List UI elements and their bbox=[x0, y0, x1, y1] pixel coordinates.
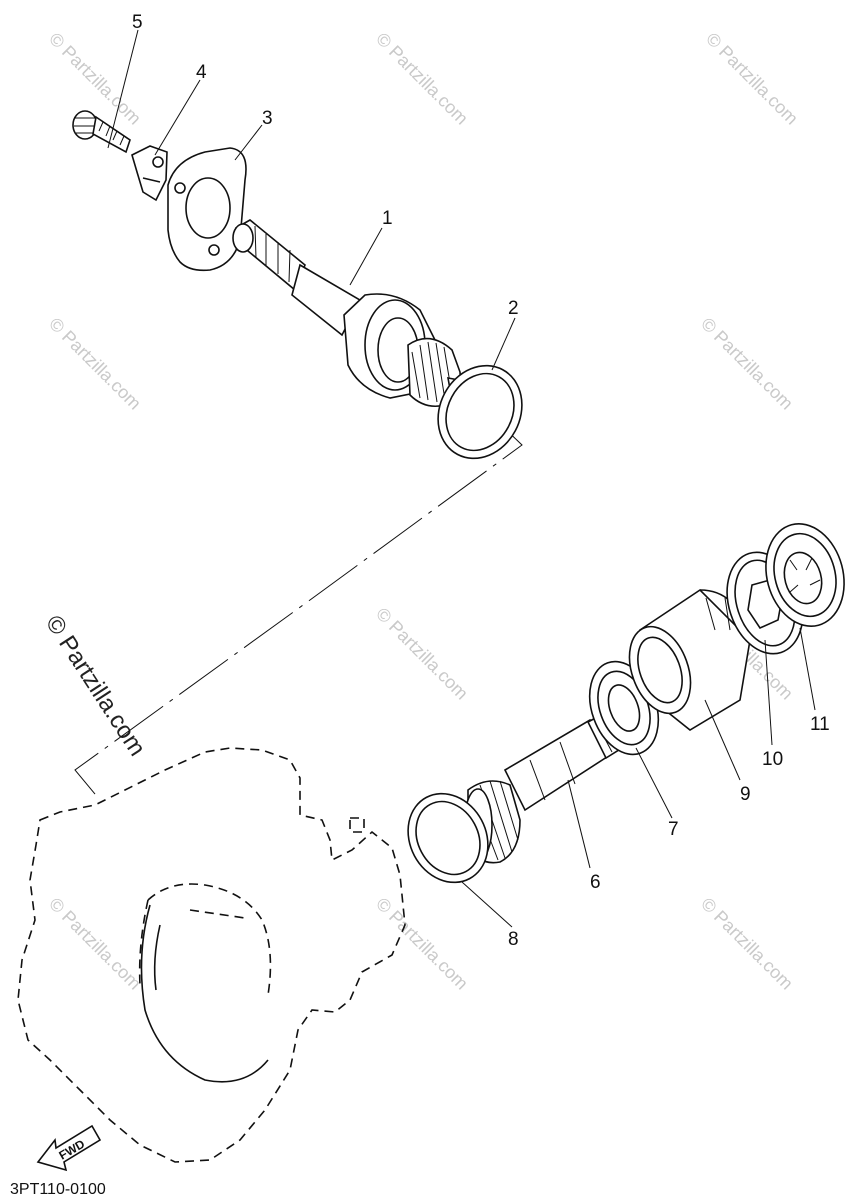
part-3-plate bbox=[167, 147, 247, 272]
part-9-coupling bbox=[628, 588, 751, 731]
fwd-arrow: FWD bbox=[36, 1124, 102, 1172]
watermark-tile: © Partzilla.com bbox=[697, 314, 797, 414]
callouts: 5 4 3 1 2 11 10 9 7 6 8 bbox=[132, 12, 830, 950]
watermark-main: © Partzilla.com bbox=[40, 611, 151, 761]
part-1-shaft-assembly bbox=[232, 219, 477, 408]
callout-2[interactable]: 2 bbox=[508, 298, 519, 319]
callout-8[interactable]: 8 bbox=[508, 929, 519, 950]
watermark-tile: © Partzilla.com bbox=[697, 894, 797, 994]
callout-9[interactable]: 9 bbox=[740, 784, 751, 805]
part-8-shim bbox=[407, 792, 489, 884]
part-11-bearing bbox=[765, 523, 845, 627]
callout-3[interactable]: 3 bbox=[262, 108, 273, 129]
watermark-tile: © Partzilla.com bbox=[372, 894, 472, 994]
watermark-tile: © Partzilla.com bbox=[45, 29, 145, 129]
watermark-tile: © Partzilla.com bbox=[45, 894, 145, 994]
callout-7[interactable]: 7 bbox=[668, 819, 679, 840]
engine-case-outline bbox=[17, 747, 406, 1163]
leader-lines bbox=[107, 29, 816, 928]
reference-line bbox=[74, 419, 523, 801]
part-2-shim bbox=[437, 364, 523, 460]
watermark-tile: © Partzilla.com bbox=[45, 314, 145, 414]
callout-4[interactable]: 4 bbox=[196, 62, 207, 83]
callout-1[interactable]: 1 bbox=[382, 208, 393, 229]
callout-5[interactable]: 5 bbox=[132, 12, 143, 33]
callout-10[interactable]: 10 bbox=[762, 749, 783, 770]
watermark-tile: © Partzilla.com bbox=[702, 29, 802, 129]
watermark-tile: © Partzilla.com bbox=[372, 29, 472, 129]
part-4-lock-plate bbox=[131, 145, 168, 202]
callout-6[interactable]: 6 bbox=[590, 872, 601, 893]
watermark-tile: © Partzilla.com bbox=[372, 604, 472, 704]
callout-11[interactable]: 11 bbox=[810, 714, 830, 735]
drawing-code: 3PT110-0100 bbox=[10, 1181, 106, 1198]
